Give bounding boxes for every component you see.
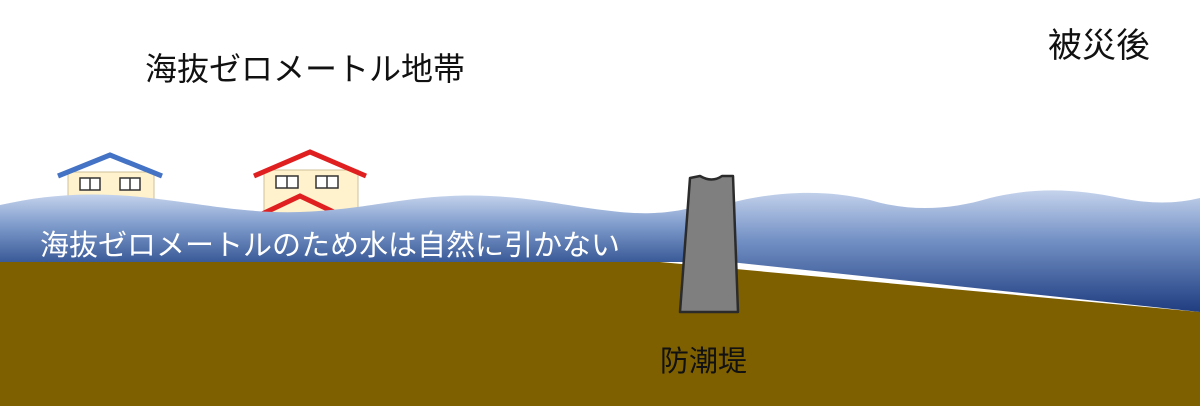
flood-water bbox=[0, 194, 690, 262]
seawall-label: 防潮堤 bbox=[660, 344, 748, 378]
water-note: 海抜ゼロメートルのため水は自然に引かない bbox=[40, 228, 621, 262]
ground bbox=[0, 262, 1200, 406]
sea-water bbox=[730, 190, 1200, 312]
state-label: 被災後 bbox=[1048, 26, 1150, 66]
house-damaged bbox=[253, 149, 367, 217]
region-title: 海抜ゼロメートル地帯 bbox=[145, 50, 466, 88]
seawall bbox=[678, 174, 740, 314]
